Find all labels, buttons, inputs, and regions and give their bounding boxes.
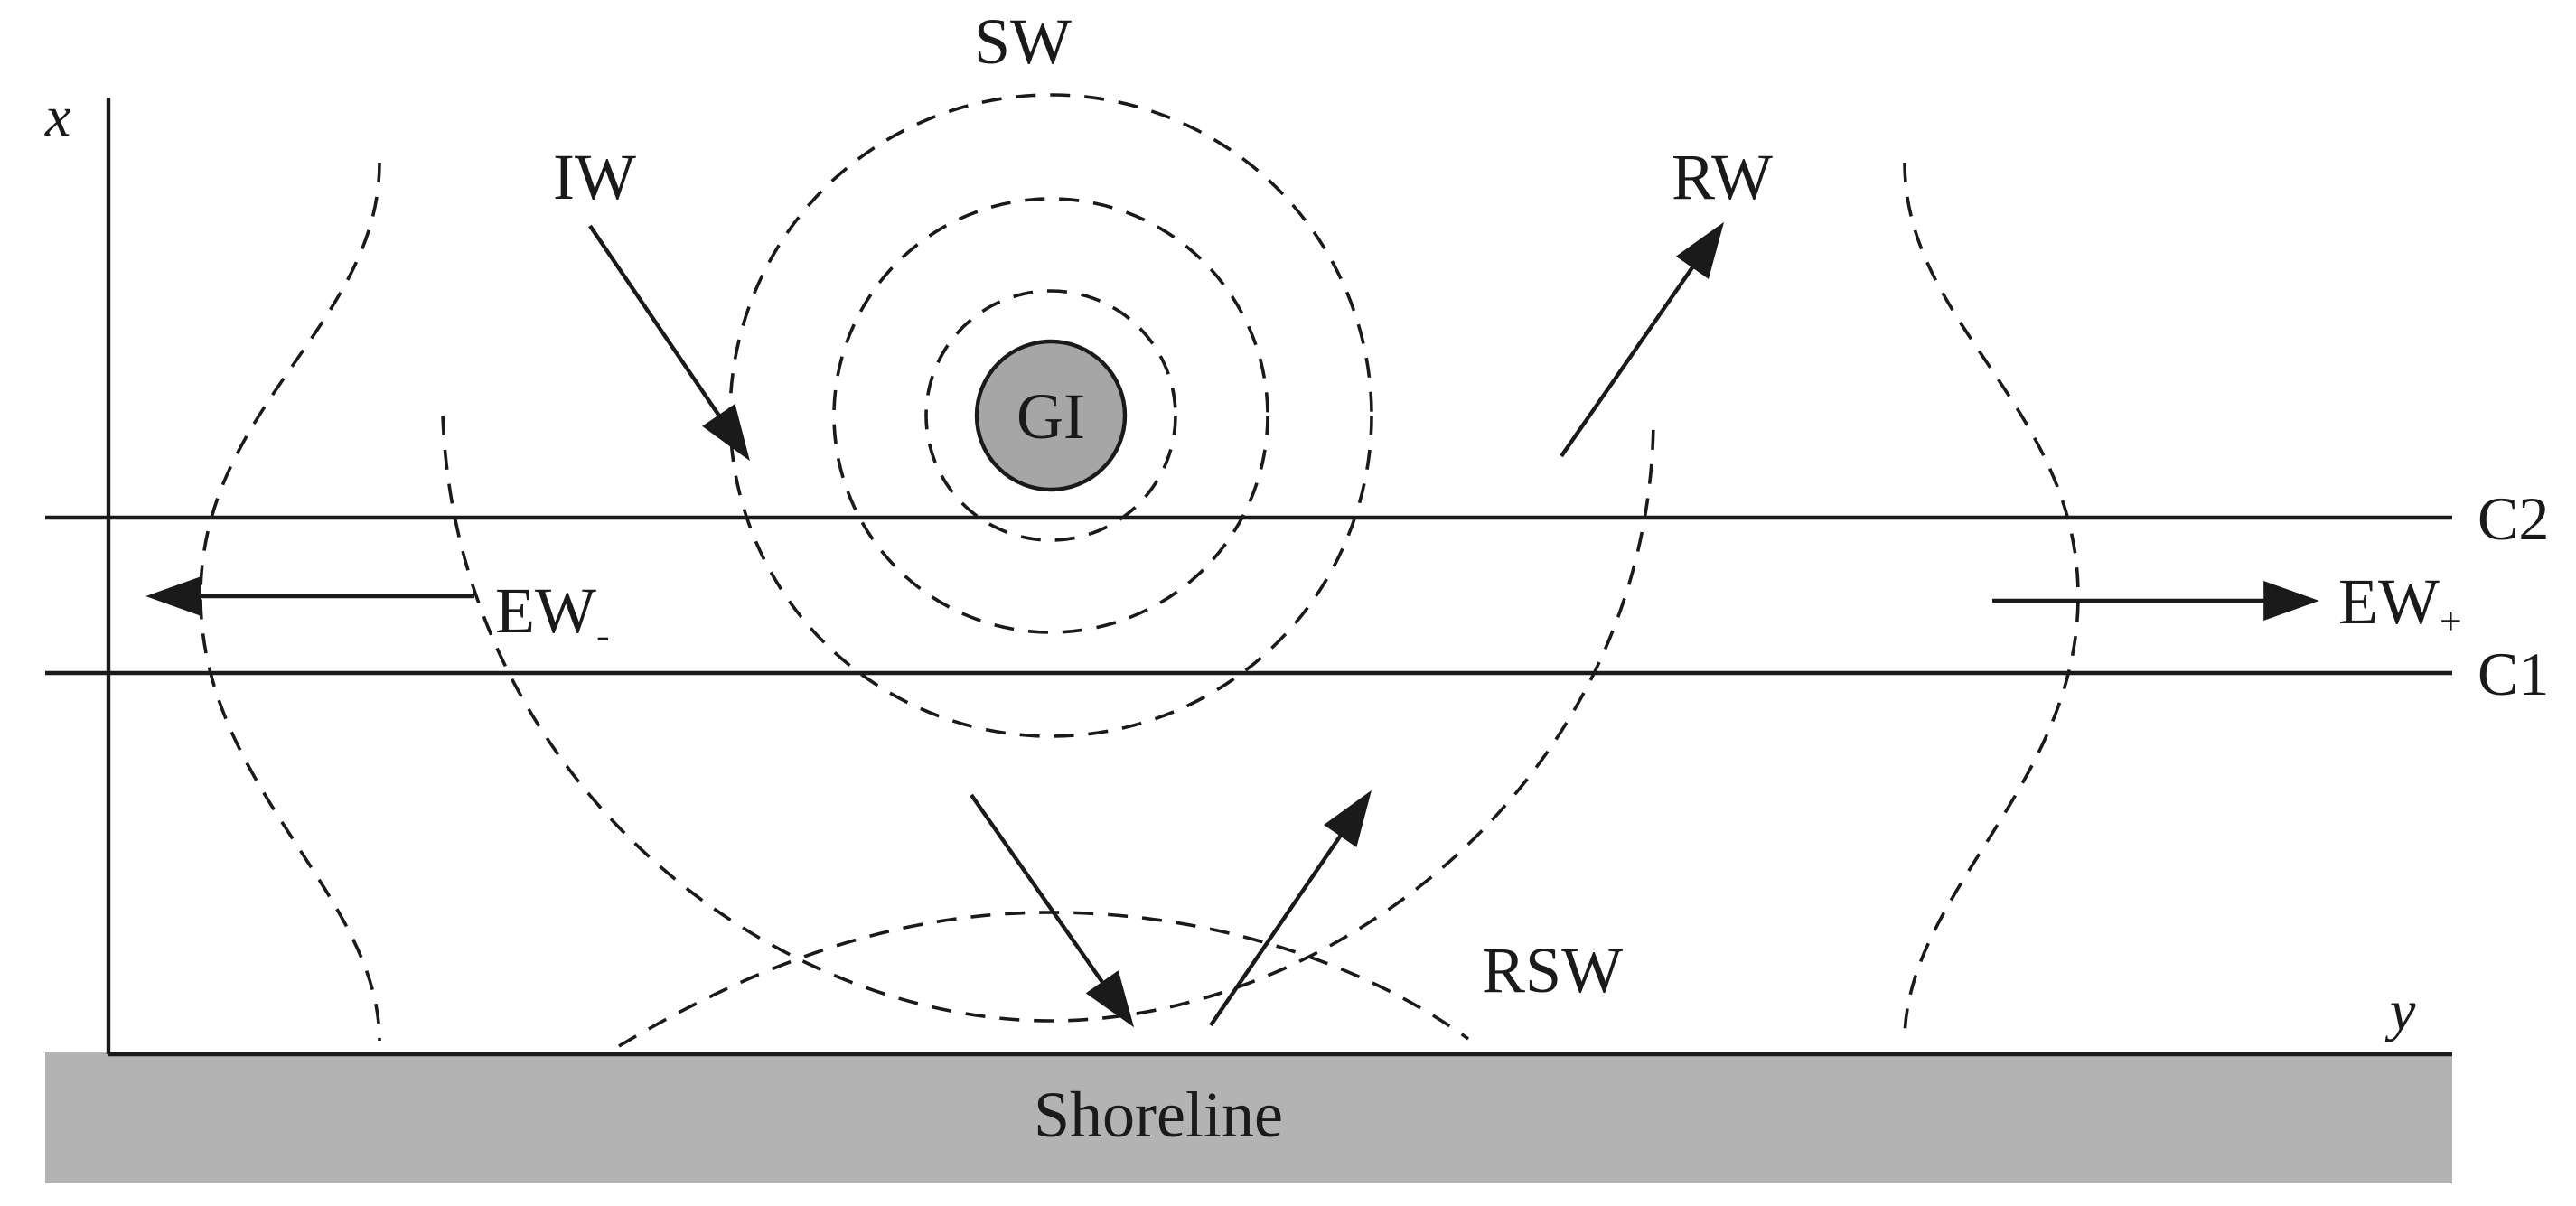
reflected-wave-arrow [1560, 221, 1725, 458]
y-axis-label: y [2384, 978, 2416, 1042]
label-gi: GI [1016, 380, 1085, 453]
label-sw: SW [974, 5, 1072, 78]
scattered-wave-ring-2 [832, 197, 1269, 634]
edge-wave-crest-right [1903, 162, 2080, 1042]
x-axis-label: x [44, 84, 70, 148]
ew-plus-main: EW [2338, 566, 2440, 638]
scattered-wave-ring-1 [924, 289, 1177, 542]
label-iw: IW [553, 141, 636, 213]
island-gi [974, 339, 1128, 492]
shoreline-band [45, 1052, 2452, 1183]
reflected-scattered-arc [441, 415, 1655, 1023]
label-c1: C1 [2478, 640, 2549, 708]
ew-minus-main: EW [495, 575, 596, 647]
label-ew-plus: EW+ [2338, 566, 2462, 643]
incident-wave-arrow [588, 224, 750, 462]
ew-plus-sub: + [2440, 599, 2462, 643]
label-c2: C2 [2478, 484, 2549, 553]
label-rw: RW [1672, 141, 1773, 213]
seaward-arrow [1209, 790, 1372, 1027]
rsw-arc [618, 911, 1470, 1048]
shoreline-label: Shoreline [1034, 1079, 1283, 1151]
label-ew-minus: EW- [495, 575, 610, 658]
label-rsw: RSW [1482, 934, 1623, 1006]
edge-wave-crest-left [199, 162, 381, 1042]
shoreward-arrow [970, 793, 1135, 1028]
ew-minus-sub: - [596, 613, 610, 658]
